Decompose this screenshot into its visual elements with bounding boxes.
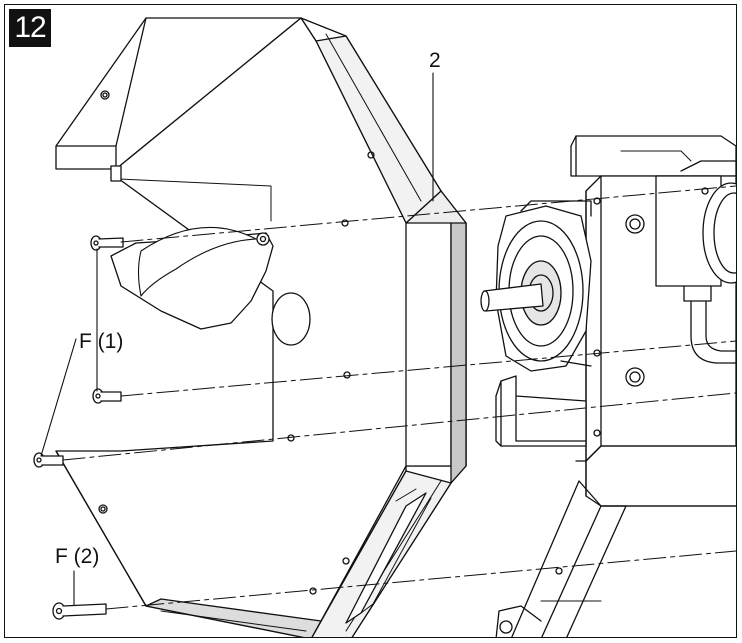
fastener-f1-lower (92, 388, 122, 404)
exploded-assembly-drawing (33, 17, 736, 637)
gear-motor-assembly (480, 135, 736, 637)
callout-fastener-f1: F (1) (79, 330, 124, 353)
inner-cover-plate (110, 226, 274, 330)
fastener-f1-upper (90, 235, 124, 251)
callout-part-2: 2 (429, 49, 441, 72)
callout-fastener-f2: F (2) (55, 545, 100, 568)
fastener-f2 (52, 602, 107, 620)
figure-number-badge: 12 (9, 9, 51, 47)
assembly-axis-lines (62, 185, 736, 610)
leader-f1-diagonal (40, 338, 77, 457)
figure-frame: 12 2 F (1) F (2) (4, 4, 737, 638)
leader-lines (40, 72, 434, 606)
guard-cover-part-2 (55, 17, 467, 637)
